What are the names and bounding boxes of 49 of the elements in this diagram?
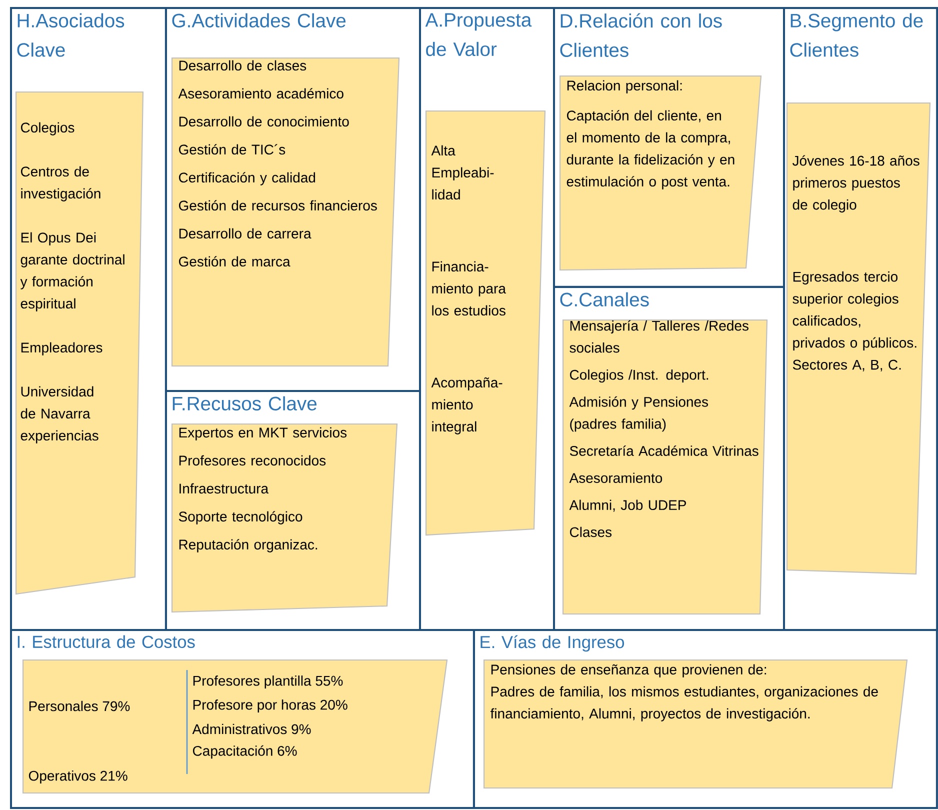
note-text: Captación del cliente, en el momento de la compra, durante la fidelización y en estimulación o post venta. [566,110,734,190]
note-text: Certificación y calidad [178,172,316,186]
note-text: Profesores reconocidos [179,455,326,466]
note-text: Pensiones de enseñanza que provienen de: [491,664,766,678]
note-text: Padres de familia, los mismos estudiantes, organizaciones de financiamiento, Alumni, proyectos de investigación. [490,686,878,722]
block-heading: C.Canales [560,292,649,306]
block-heading: A.Propuesta de Valor [425,13,532,56]
note-text: Gestión de recursos financieros [178,200,377,211]
note-text: Colegios /Inst. deport. [570,370,708,383]
note-text: Colegios [20,122,74,136]
note-text: Desarrollo de conocimiento [179,116,349,127]
note-text: Alta Empleabi- lidad [431,145,494,200]
note-text: Acompaña- miento integral [431,377,502,434]
note-text: Expertos en MKT servicios [179,427,347,440]
block-heading: G.Actividades Clave [172,13,346,28]
note-text: Alumni, Job UDEP [569,500,686,512]
note-text: Administrativos 9% [192,724,311,734]
note-text: Jóvenes 16-18 años primeros puestos de colegio [792,155,920,212]
note-text: Reputación organizac. [179,539,318,552]
note-text: Soporte tecnológico [178,511,302,524]
note-text: Gestión de marca [178,256,290,267]
note-text: Operativos 21% [28,770,128,784]
note-text: Infraestructura [180,483,269,494]
note-text: Capacitación 6% [192,745,297,759]
note-text: Clases [570,526,612,538]
note-text: Desarrollo de clases [179,60,306,71]
block-heading: F.Recusos Clave [172,396,317,410]
note-text: Egresados tercio superior colegios calificados, privados o públicos. Sectores A, B, C. [792,271,916,372]
note-text: Asesoramiento [569,472,662,483]
note-text: Admisión y Pensiones (padres familia) [569,396,708,432]
note-text: Profesores plantilla 55% [193,675,343,689]
note-text: Empleadores [21,342,102,356]
block-heading: D.Relación con los Clientes [560,13,722,58]
note-text: Desarrollo de carrera [179,228,312,239]
block-heading: H.Asociados Clave [17,13,124,57]
note-text: Secretaría Académica Vitrinas [570,445,758,456]
note-text: Personales 79% [29,700,130,712]
block-heading: E. Vías de Ingreso [480,635,624,652]
block-heading: I. Estructura de Costos [18,635,195,648]
note-text: El Opus Dei garante doctrinal y formación espiritual [20,232,124,312]
note-text: Gestión de TIC´s [178,144,286,155]
note-text: Relacion personal: [567,80,682,94]
note-text: Asesoramiento académico [178,88,344,99]
note-text: Centros de investigación [20,166,100,202]
note-text: Universidad de Navarra experiencias [20,386,98,444]
note-text: Financia- miento para los estudios [432,261,506,316]
note-text: Mensajería / Talleres /Redes sociales [570,320,748,353]
block-heading: B.Segmento de Clientes [790,13,923,57]
note-text: Profesore por horas 20% [193,699,348,713]
